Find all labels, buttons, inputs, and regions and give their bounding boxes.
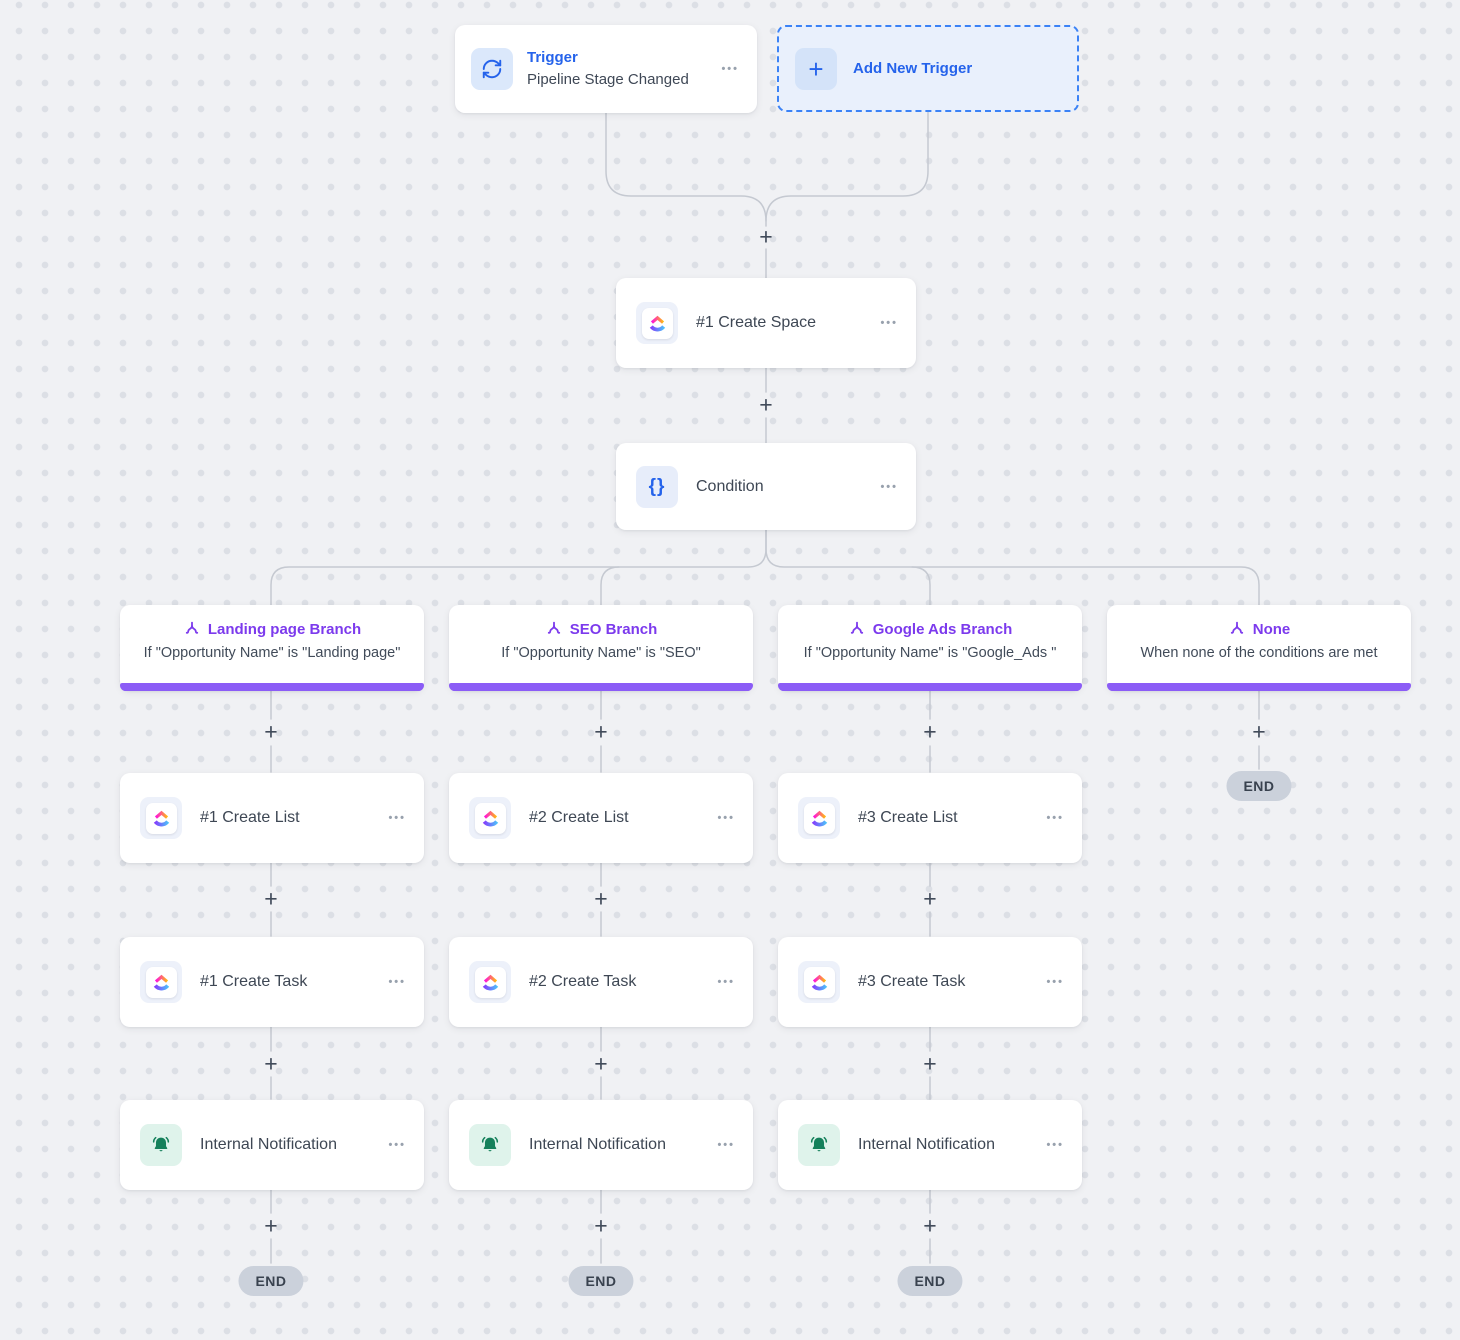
ellipsis-menu-icon[interactable]: ••• xyxy=(388,976,406,988)
add-step-button[interactable]: + xyxy=(923,1212,937,1239)
node-label: Internal Notification xyxy=(858,1136,995,1153)
branch-condition-text: If "Opportunity Name" is "Landing page" xyxy=(143,645,401,661)
branch-split-icon xyxy=(1228,620,1246,638)
ellipsis-menu-icon[interactable]: ••• xyxy=(1046,976,1064,988)
condition-braces-icon: {} xyxy=(636,465,678,508)
branch-card-none[interactable]: None When none of the conditions are met xyxy=(1107,605,1411,691)
ellipsis-menu-icon[interactable]: ••• xyxy=(717,812,735,824)
branch-condition-text: If "Opportunity Name" is "SEO" xyxy=(501,645,701,661)
node-condition[interactable]: {} Condition ••• xyxy=(616,443,916,530)
branch-split-icon xyxy=(183,620,201,638)
branch-card-landing-page[interactable]: Landing page Branch If "Opportunity Name… xyxy=(120,605,424,691)
ellipsis-menu-icon[interactable]: ••• xyxy=(1046,1139,1064,1151)
add-step-button[interactable]: + xyxy=(1252,718,1266,745)
plus-icon: + xyxy=(795,47,837,90)
node-label: #3 Create Task xyxy=(858,973,966,990)
branch-card-google-ads[interactable]: Google Ads Branch If "Opportunity Name" … xyxy=(778,605,1082,691)
branch-condition-text: If "Opportunity Name" is "Google_Ads " xyxy=(803,645,1057,661)
node-label: #1 Create Space xyxy=(696,314,817,331)
ellipsis-menu-icon[interactable]: ••• xyxy=(717,976,735,988)
branch-title: None xyxy=(1252,620,1291,638)
ellipsis-menu-icon[interactable]: ••• xyxy=(880,317,898,329)
add-step-button[interactable]: + xyxy=(923,718,937,745)
notification-bell-icon xyxy=(469,1124,511,1166)
node-label: #2 Create Task xyxy=(529,973,637,990)
node-create-list-2[interactable]: #2 Create List ••• xyxy=(449,773,753,863)
branch-accent-bar xyxy=(449,683,753,691)
branch-accent-bar xyxy=(778,683,1082,691)
node-label: #1 Create Task xyxy=(200,973,308,990)
node-internal-notification-1[interactable]: Internal Notification ••• xyxy=(120,1100,424,1190)
add-step-button[interactable]: + xyxy=(264,718,278,745)
end-badge: END xyxy=(238,1266,304,1296)
add-step-button[interactable]: + xyxy=(923,885,937,912)
node-create-task-1[interactable]: #1 Create Task ••• xyxy=(120,937,424,1027)
add-step-button[interactable]: + xyxy=(264,1212,278,1239)
branch-title: SEO Branch xyxy=(569,620,658,638)
node-label: #2 Create List xyxy=(529,809,629,826)
ellipsis-menu-icon[interactable]: ••• xyxy=(721,63,739,75)
branch-condition-text: When none of the conditions are met xyxy=(1140,645,1378,661)
add-step-button[interactable]: + xyxy=(759,223,773,250)
add-step-button[interactable]: + xyxy=(594,718,608,745)
ellipsis-menu-icon[interactable]: ••• xyxy=(388,1139,406,1151)
ellipsis-menu-icon[interactable]: ••• xyxy=(1046,812,1064,824)
end-badge: END xyxy=(1226,771,1292,801)
add-new-trigger-button[interactable]: + Add New Trigger xyxy=(777,25,1079,112)
ellipsis-menu-icon[interactable]: ••• xyxy=(880,480,898,493)
add-step-button[interactable]: + xyxy=(264,1050,278,1077)
node-label: #1 Create List xyxy=(200,809,300,826)
clickup-icon xyxy=(798,961,840,1003)
node-label: #3 Create List xyxy=(858,809,958,826)
clickup-icon xyxy=(469,961,511,1003)
end-badge: END xyxy=(568,1266,634,1296)
node-create-list-1[interactable]: #1 Create List ••• xyxy=(120,773,424,863)
branch-accent-bar xyxy=(1107,683,1411,691)
node-internal-notification-3[interactable]: Internal Notification ••• xyxy=(778,1100,1082,1190)
add-step-button[interactable]: + xyxy=(759,391,773,418)
branch-card-seo[interactable]: SEO Branch If "Opportunity Name" is "SEO… xyxy=(449,605,753,691)
branch-split-icon xyxy=(848,620,866,638)
clickup-icon xyxy=(469,797,511,839)
branch-title: Landing page Branch xyxy=(207,620,362,638)
node-create-list-3[interactable]: #3 Create List ••• xyxy=(778,773,1082,863)
notification-bell-icon xyxy=(798,1124,840,1166)
add-step-button[interactable]: + xyxy=(594,1050,608,1077)
refresh-trigger-icon xyxy=(471,48,513,90)
node-create-task-3[interactable]: #3 Create Task ••• xyxy=(778,937,1082,1027)
branch-accent-bar xyxy=(120,683,424,691)
ellipsis-menu-icon[interactable]: ••• xyxy=(388,812,406,824)
trigger-subtitle: Pipeline Stage Changed xyxy=(527,71,689,88)
node-label: Internal Notification xyxy=(200,1136,337,1153)
end-badge: END xyxy=(897,1266,963,1296)
add-step-button[interactable]: + xyxy=(594,885,608,912)
node-label: Internal Notification xyxy=(529,1136,666,1153)
add-step-button[interactable]: + xyxy=(264,885,278,912)
branch-split-icon xyxy=(545,620,563,638)
branch-title: Google Ads Branch xyxy=(872,620,1013,638)
node-internal-notification-2[interactable]: Internal Notification ••• xyxy=(449,1100,753,1190)
clickup-icon xyxy=(798,797,840,839)
add-step-button[interactable]: + xyxy=(923,1050,937,1077)
node-create-task-2[interactable]: #2 Create Task ••• xyxy=(449,937,753,1027)
add-new-trigger-label: Add New Trigger xyxy=(853,60,973,77)
clickup-icon xyxy=(140,961,182,1003)
trigger-card[interactable]: Trigger Pipeline Stage Changed ••• xyxy=(455,25,757,113)
add-step-button[interactable]: + xyxy=(594,1212,608,1239)
clickup-icon xyxy=(140,797,182,839)
trigger-title: Trigger xyxy=(527,49,578,67)
clickup-icon xyxy=(636,302,678,344)
node-label: Condition xyxy=(696,477,764,495)
node-create-space[interactable]: #1 Create Space ••• xyxy=(616,278,916,368)
notification-bell-icon xyxy=(140,1124,182,1166)
ellipsis-menu-icon[interactable]: ••• xyxy=(717,1139,735,1151)
